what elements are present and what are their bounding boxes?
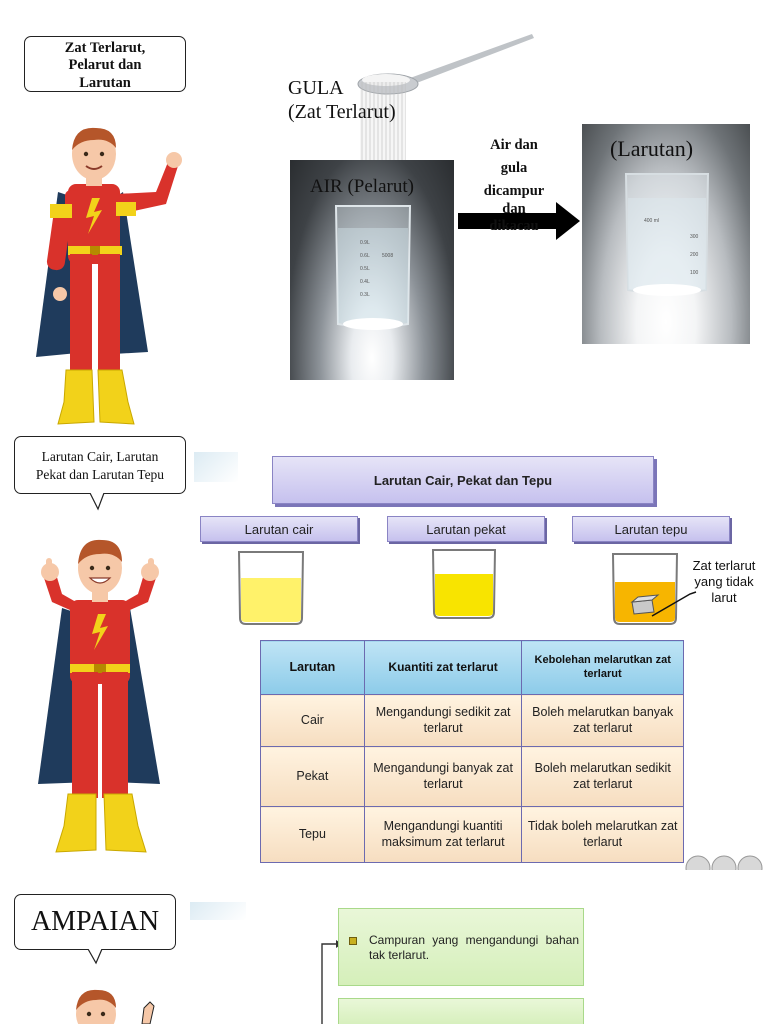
concentrated-beaker-icon bbox=[431, 549, 497, 619]
table-row: Tepu Mengandungi kuantiti maksimum zat t… bbox=[260, 806, 684, 863]
section-title-text: Larutan Cair, Pekat dan Tepu bbox=[373, 472, 553, 488]
sugar-label-line: (Zat Terlarut) bbox=[288, 101, 396, 123]
table-cell: Mengandungi banyak zat terlarut bbox=[363, 746, 523, 807]
mixing-caption-line: dan bbox=[502, 201, 526, 217]
undissolved-note-line: yang tidak bbox=[694, 574, 754, 589]
solution-beaker-photo: (Larutan) 400 ml 300 200 100 bbox=[582, 124, 750, 344]
beaker-mark: 0.6L bbox=[360, 253, 370, 259]
beaker-mark: 400 ml bbox=[644, 218, 660, 224]
mixing-caption: Air dan gula dicampur dan dikacau bbox=[470, 134, 558, 238]
table-row: Pekat Mengandungi banyak zat terlarut Bo… bbox=[260, 746, 684, 807]
beaker-mark: 0.3L bbox=[360, 292, 370, 298]
superhero-head-icon bbox=[76, 989, 155, 1024]
speech-bubble-suspension: AMPAIAN bbox=[14, 894, 176, 950]
info-box-second bbox=[338, 998, 584, 1024]
solution-label: (Larutan) bbox=[610, 136, 694, 161]
bubble-line: Larutan Cair, Larutan bbox=[41, 449, 159, 464]
label-dilute-text: Larutan cair bbox=[244, 521, 314, 537]
undissolved-note-line: larut bbox=[711, 590, 737, 605]
label-dilute: Larutan cair bbox=[200, 516, 358, 542]
beaker-mark: 5008 bbox=[382, 253, 394, 259]
label-concentrated-text: Larutan pekat bbox=[426, 521, 506, 537]
slide-corner-decoration bbox=[194, 452, 238, 482]
mixing-caption-line: gula bbox=[500, 160, 528, 176]
slide-corner-decoration bbox=[190, 902, 246, 920]
mixing-caption-line: dicampur bbox=[483, 183, 545, 199]
info-text: Campuran yang mengandungi bahan tak terl… bbox=[369, 933, 579, 962]
beaker-mark: 200 bbox=[690, 252, 699, 258]
sugar-label: GULA (Zat Terlarut) bbox=[288, 76, 396, 124]
beaker-mark: 100 bbox=[690, 270, 699, 276]
table-cell: Mengandungi sedikit zat terlarut bbox=[363, 694, 523, 747]
bubble-line: Larutan bbox=[79, 75, 131, 91]
table-cell: Mengandungi kuantiti maksimum zat terlar… bbox=[363, 806, 523, 863]
beaker-mark: 300 bbox=[690, 234, 699, 240]
section-title: Larutan Cair, Pekat dan Tepu bbox=[272, 456, 654, 504]
label-saturated-text: Larutan tepu bbox=[614, 521, 688, 537]
pointer-line-icon bbox=[651, 591, 697, 617]
sugar-label-line: GULA bbox=[288, 77, 344, 99]
label-concentrated: Larutan pekat bbox=[387, 516, 545, 542]
table-cell: Boleh melarutkan sedikit zat terlarut bbox=[521, 746, 684, 807]
table-header: Larutan bbox=[260, 640, 365, 695]
mixing-caption-line: Air dan bbox=[490, 137, 538, 153]
beaker-mark: 0.5L bbox=[360, 266, 370, 272]
water-beaker-photo: AIR (Pelarut) 0.9L 0.6L 0.5L 0.4L 0.3L 5… bbox=[290, 160, 454, 380]
table-row: Cair Mengandungi sedikit zat terlarut Bo… bbox=[260, 694, 684, 747]
falling-sugar bbox=[360, 82, 406, 164]
bullet-icon bbox=[349, 937, 357, 945]
label-saturated: Larutan tepu bbox=[572, 516, 730, 542]
undissolved-note: Zat terlarut yang tidak larut bbox=[682, 558, 766, 606]
mixing-caption-line: dikacau bbox=[489, 218, 539, 234]
slide-nav-buttons-icon[interactable] bbox=[684, 848, 768, 870]
right-arrow-icon bbox=[458, 202, 580, 240]
table-cell: Pekat bbox=[260, 746, 365, 807]
bubble-line: Pekat dan Larutan Tepu bbox=[35, 467, 165, 482]
table-cell: Cair bbox=[260, 694, 365, 747]
beaker-icon bbox=[624, 173, 710, 296]
table-header: Kuantiti zat terlarut bbox=[363, 640, 523, 695]
table-cell: Tepu bbox=[260, 806, 365, 863]
speech-bubble-solute: Zat Terlarut, Pelarut dan Larutan bbox=[24, 36, 186, 92]
superhero-pointing-icon bbox=[36, 127, 182, 425]
bubble-text: AMPAIAN bbox=[30, 906, 160, 937]
water-label: AIR (Pelarut) bbox=[310, 176, 414, 197]
dilute-beaker-icon bbox=[237, 551, 305, 625]
bubble-line: Pelarut dan bbox=[68, 57, 142, 73]
table-cell: Tidak boleh melarutkan zat terlarut bbox=[521, 806, 684, 863]
table-cell: Boleh melarutkan banyak zat terlarut bbox=[521, 694, 684, 747]
info-box-suspension: Campuran yang mengandungi bahan tak terl… bbox=[338, 908, 584, 986]
speech-bubble-solution-types: Larutan Cair, Larutan Pekat dan Larutan … bbox=[14, 436, 186, 494]
table-header: Kebolehan melarutkan zat terlarut bbox=[521, 640, 684, 695]
beaker-icon bbox=[334, 205, 412, 330]
beaker-mark: 0.9L bbox=[360, 240, 370, 246]
superhero-thumbs-up-icon bbox=[38, 539, 160, 853]
beaker-mark: 0.4L bbox=[360, 279, 370, 285]
bubble-tail-icon bbox=[89, 493, 105, 511]
undissolved-note-line: Zat terlarut bbox=[692, 558, 756, 573]
bubble-tail-icon bbox=[87, 949, 103, 965]
bubble-line: Zat Terlarut, bbox=[64, 40, 146, 56]
solution-comparison-table: Larutan Kuantiti zat terlarut Kebolehan … bbox=[260, 640, 684, 863]
table-header-row: Larutan Kuantiti zat terlarut Kebolehan … bbox=[260, 640, 684, 695]
